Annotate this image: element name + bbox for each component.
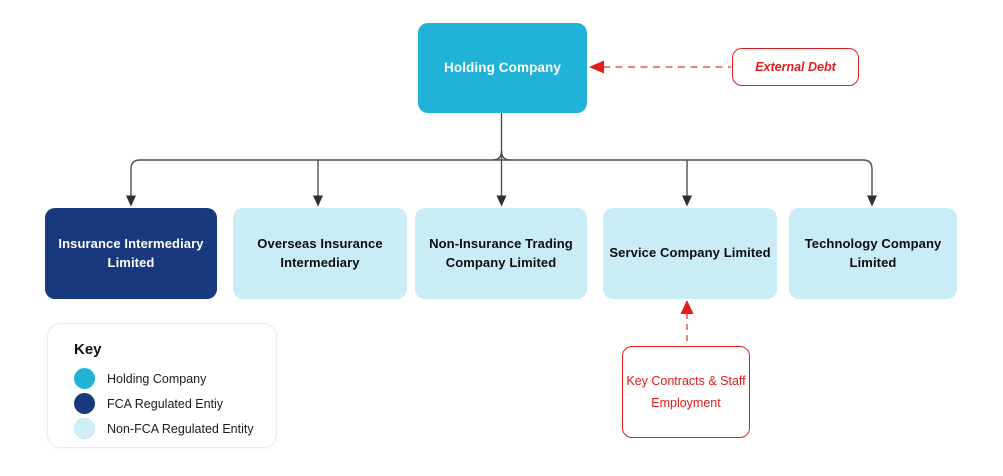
external-debt-arrow xyxy=(589,60,731,74)
legend-item-fca-regulated: FCA Regulated Entiy xyxy=(74,393,276,414)
node-overseas-insurance-intermediary: Overseas Insurance Intermediary xyxy=(233,208,407,299)
node-insurance-intermediary-limited: Insurance Intermediary Limited xyxy=(45,208,217,299)
key-contracts-arrow xyxy=(680,300,694,345)
external-debt-label: External Debt xyxy=(755,60,836,74)
fca-regulated-swatch xyxy=(74,393,95,414)
node-holding-company: Holding Company xyxy=(418,23,587,113)
node-non-insurance-trading-company: Non-Insurance Trading Company Limited xyxy=(415,208,587,299)
key-contracts-box: Key Contracts & Staff Employment xyxy=(622,346,750,438)
node-label: Non-Insurance Trading Company Limited xyxy=(429,235,573,270)
node-label: Technology Company Limited xyxy=(804,235,942,270)
legend: Key Holding Company FCA Regulated Entiy … xyxy=(47,323,277,448)
legend-items: Holding Company FCA Regulated Entiy Non-… xyxy=(74,368,276,439)
node-label: Insurance Intermediary Limited xyxy=(58,235,204,270)
key-contracts-line-1: Key Contracts & Staff xyxy=(626,373,746,388)
external-debt-box: External Debt xyxy=(732,48,859,86)
legend-title: Key xyxy=(74,341,102,358)
holding-company-swatch xyxy=(74,368,95,389)
legend-item-label: Holding Company xyxy=(107,371,207,386)
legend-item-label: Non-FCA Regulated Entity xyxy=(107,421,254,436)
node-service-company-limited: Service Company Limited xyxy=(603,208,777,299)
node-label: Service Company Limited xyxy=(609,245,771,261)
non-fca-regulated-swatch xyxy=(74,418,95,439)
legend-item-holding-company: Holding Company xyxy=(74,368,276,389)
node-technology-company-limited: Technology Company Limited xyxy=(789,208,957,299)
tree-connector xyxy=(130,113,873,196)
node-label: Holding Company xyxy=(444,60,561,76)
node-label: Overseas Insurance Intermediary xyxy=(257,235,383,270)
legend-item-non-fca-regulated: Non-FCA Regulated Entity xyxy=(74,418,276,439)
tree-arrowheads xyxy=(126,195,877,207)
legend-item-label: FCA Regulated Entiy xyxy=(107,396,224,411)
key-contracts-line-2: Employment xyxy=(651,396,721,410)
